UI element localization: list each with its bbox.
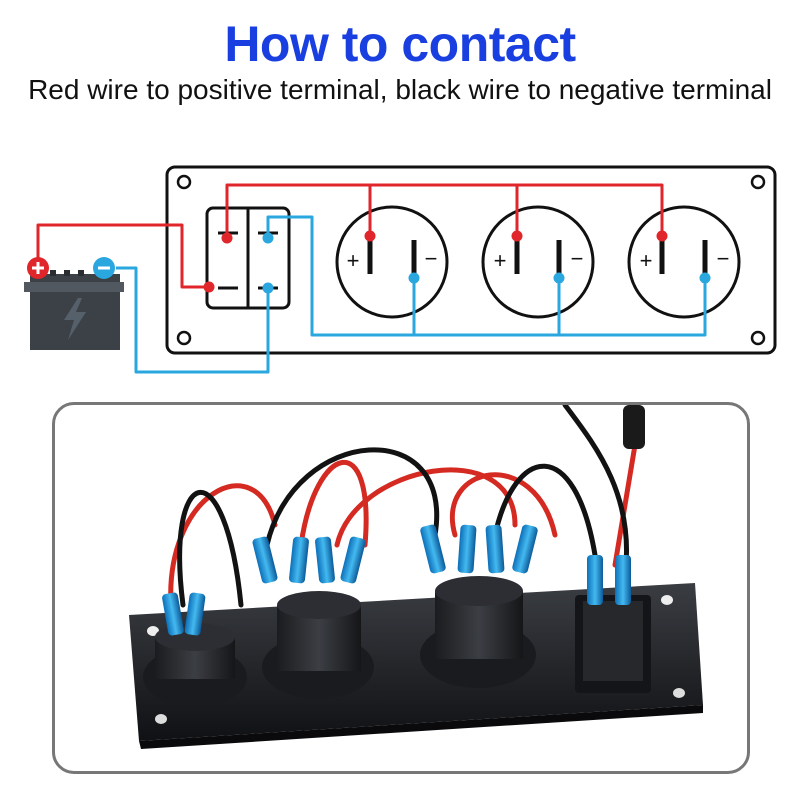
socket-2-negative-symbol: − bbox=[571, 246, 584, 271]
socket-icon bbox=[627, 205, 741, 319]
negative-wire bbox=[116, 215, 707, 374]
socket-icon bbox=[335, 205, 449, 319]
product-photo-frame bbox=[52, 402, 750, 774]
positive-terminal-dot bbox=[203, 230, 668, 293]
photo-blue-terminals bbox=[162, 524, 631, 636]
rocker-switch-icon bbox=[205, 206, 291, 310]
socket-3-positive-symbol: + bbox=[640, 248, 653, 273]
page-subtitle: Red wire to positive terminal, black wir… bbox=[28, 74, 772, 105]
lightning-bolt-icon bbox=[64, 298, 86, 340]
socket-3-negative-symbol: − bbox=[717, 246, 730, 271]
socket-2-positive-symbol: + bbox=[494, 248, 507, 273]
panel-outline bbox=[165, 165, 777, 355]
panel-hole-bl bbox=[176, 330, 192, 346]
page-title: How to contact bbox=[224, 16, 576, 72]
socket-1-positive-symbol: + bbox=[347, 248, 360, 273]
panel-plate bbox=[129, 583, 703, 749]
rocker-switch-photo bbox=[575, 595, 651, 693]
battery-negative-icon bbox=[93, 257, 115, 279]
wiring-diagram: + − + − + − bbox=[24, 165, 777, 374]
battery-positive-icon bbox=[27, 257, 49, 279]
fuse-holder-photo bbox=[623, 405, 645, 449]
panel-hole-br bbox=[750, 330, 766, 346]
panel-photo bbox=[129, 405, 703, 749]
panel-hole-tr bbox=[750, 174, 766, 190]
photo-black-wires bbox=[177, 405, 629, 608]
panel-hole-tl bbox=[176, 174, 192, 190]
socket-photo-2 bbox=[262, 591, 374, 699]
negative-terminal-dot bbox=[262, 232, 711, 294]
battery-icon bbox=[24, 270, 124, 350]
socket-photo-1 bbox=[143, 623, 247, 707]
socket-icon bbox=[481, 205, 595, 319]
socket-1-negative-symbol: − bbox=[425, 246, 438, 271]
socket-photo-3 bbox=[420, 576, 536, 688]
positive-wire bbox=[36, 183, 664, 289]
